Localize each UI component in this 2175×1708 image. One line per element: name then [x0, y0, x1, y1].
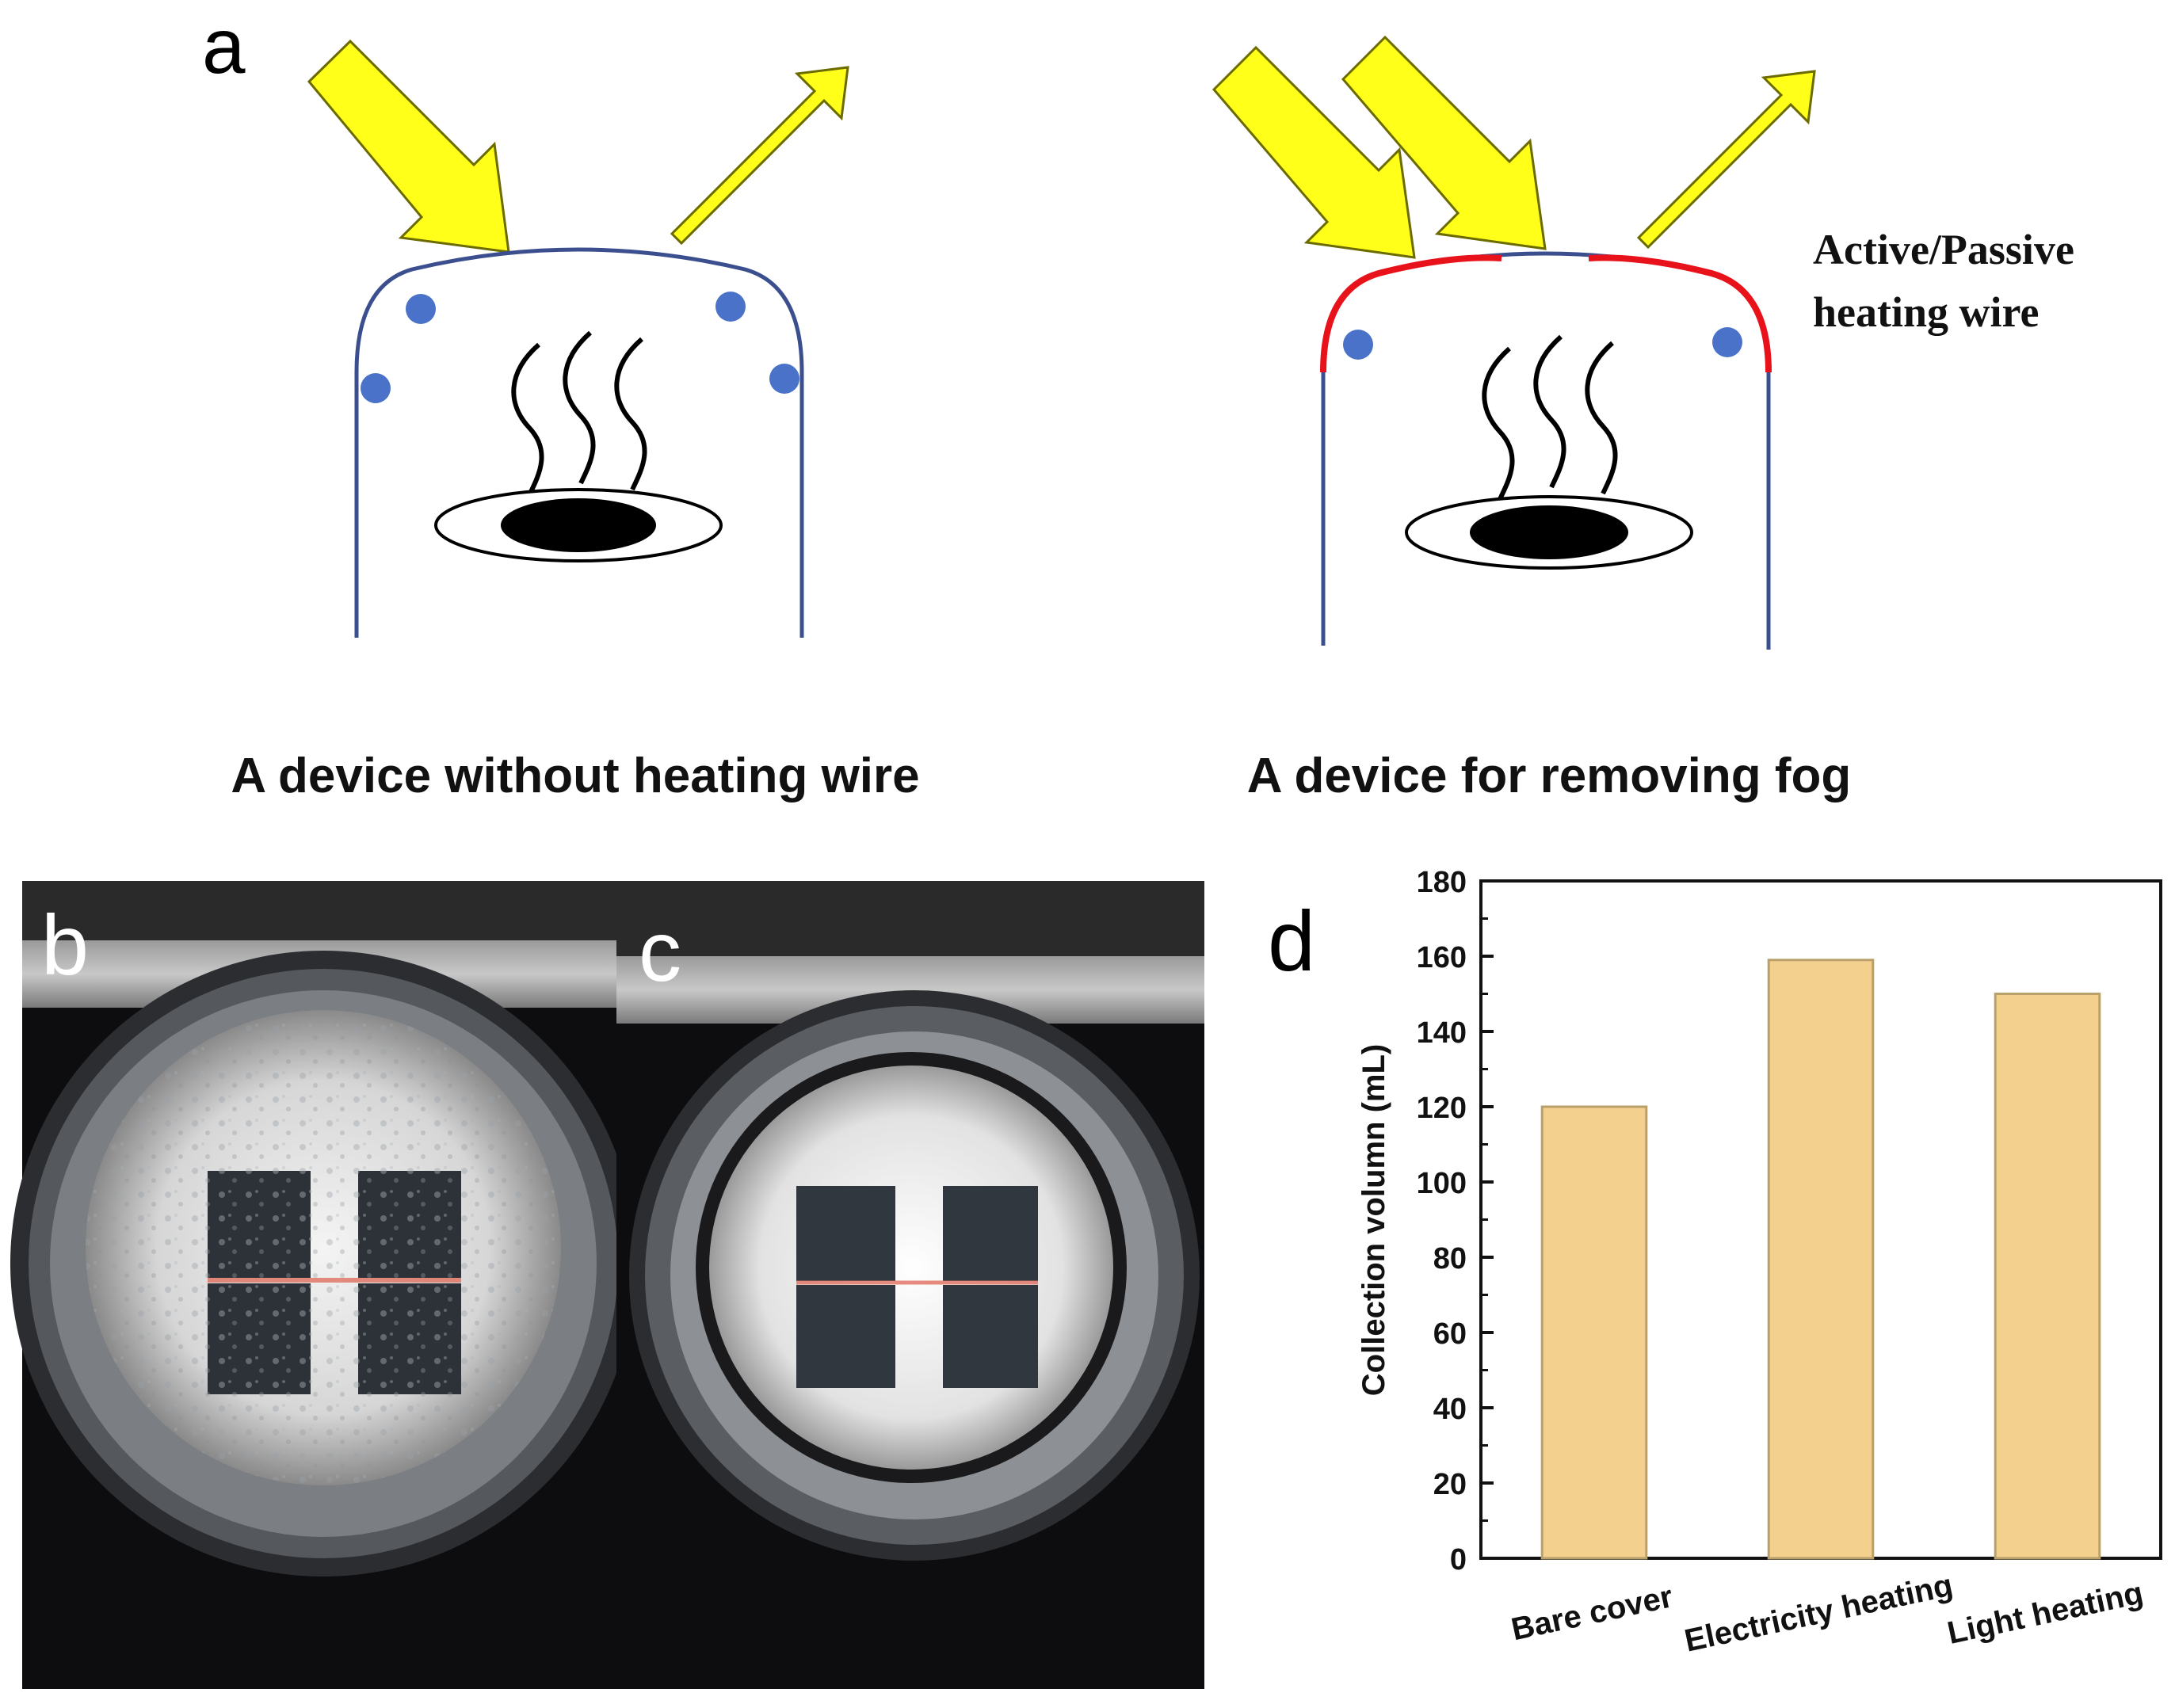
evaporator-absorber: [1470, 505, 1628, 559]
device-for-removing-fog: Active/Passive heating wire: [1212, 35, 2074, 650]
y-tick-label: 80: [1433, 1242, 1467, 1275]
water-droplet: [715, 292, 746, 322]
evaporator-absorber: [501, 498, 656, 552]
y-tick-label: 100: [1417, 1167, 1467, 1200]
water-droplet: [1712, 327, 1742, 357]
bars: [1540, 959, 2101, 1560]
bar-bare-cover: [1540, 1105, 1648, 1560]
y-tick-label: 20: [1433, 1468, 1467, 1501]
heating-wire-label: Active/Passive: [1813, 226, 2074, 273]
right-device-caption: A device for removing fog: [1247, 749, 1852, 803]
water-droplet: [361, 373, 391, 403]
y-axis-ticks: 0 20 40 60 80 100 120 140 160 180: [1417, 866, 1494, 1576]
light-arrow-reflected: [670, 66, 849, 246]
panel-b-letter: b: [41, 897, 89, 993]
left-device-caption: A device without heating wire: [231, 749, 919, 803]
light-arrow-incoming: [1212, 45, 1416, 259]
y-axis-label: Collection volumn (mL): [1357, 1044, 1391, 1396]
heating-wire: [1320, 254, 1502, 373]
water-droplet: [1343, 330, 1373, 360]
y-tick-label: 140: [1417, 1016, 1467, 1050]
heating-wire: [1588, 254, 1772, 373]
x-tick-label: Bare cover: [1509, 1579, 1676, 1647]
device-cover-outline: [354, 247, 804, 638]
water-droplet: [769, 364, 799, 394]
panel-d-letter: d: [1268, 893, 1315, 989]
y-tick-label: 160: [1417, 941, 1467, 974]
y-tick-label: 120: [1417, 1092, 1467, 1125]
y-tick-label: 180: [1417, 866, 1467, 899]
device-cover-outline: [1321, 251, 1771, 650]
absorber-squares: [796, 1186, 1038, 1388]
y-tick-label: 40: [1433, 1393, 1467, 1426]
x-tick-label: Light heating: [1944, 1576, 2146, 1651]
heating-wire-label: heating wire: [1813, 288, 2039, 336]
device-without-heating-wire: [307, 39, 849, 638]
light-arrow-incoming: [307, 39, 510, 254]
panel-a-letter: a: [202, 2, 246, 90]
panel-a: a: [202, 2, 2074, 803]
panel-c-letter: c: [639, 903, 681, 999]
panel-c-photo: c: [616, 881, 1204, 1689]
bar-light-heating: [1994, 993, 2101, 1560]
light-arrow-reflected: [1636, 70, 1816, 250]
y-tick-label: 60: [1433, 1317, 1467, 1351]
panel-b-photo: b: [10, 881, 636, 1689]
bar-electricity-heating: [1767, 959, 1875, 1560]
y-tick-label: 0: [1450, 1543, 1467, 1576]
x-tick-label: Electricity heating: [1681, 1568, 1956, 1659]
water-droplet: [406, 294, 436, 324]
vapor-lines: [1482, 334, 1618, 501]
absorber-squares: [208, 1171, 461, 1394]
light-arrow-incoming: [1341, 35, 1547, 250]
vapor-lines: [511, 330, 647, 497]
